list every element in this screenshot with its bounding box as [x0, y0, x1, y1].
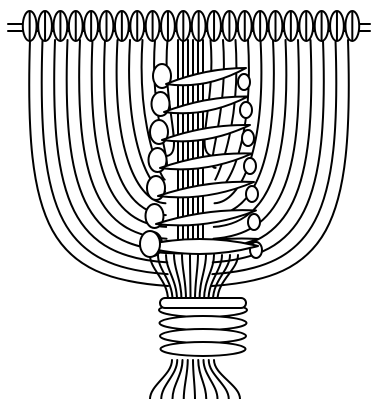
braid-right-loop: [240, 102, 252, 118]
braid-knot: [160, 153, 252, 169]
wrap-coil: [159, 298, 247, 356]
braid-knot: [156, 210, 256, 225]
cord-right: [215, 40, 262, 203]
braid-knot: [162, 125, 250, 141]
wrap-coil-turn: [161, 342, 246, 356]
gathered-strand: [190, 255, 191, 300]
gathered-strand: [174, 255, 182, 300]
braid-knot: [158, 182, 254, 198]
braid-bottom-loop: [140, 231, 160, 257]
tail-strand: [161, 360, 177, 399]
tail-strands: [150, 360, 240, 399]
gathered-strand: [195, 255, 198, 300]
tail-strand: [173, 360, 183, 399]
braid-right-loop: [244, 158, 256, 174]
wrap-coil-turn: [160, 316, 247, 330]
wrap-top-band: [160, 298, 246, 308]
mounting-dowel: [8, 11, 370, 41]
wrap-coil-turn: [160, 329, 246, 343]
tail-strand: [184, 360, 188, 399]
braid-right-loop: [248, 214, 260, 230]
tail-strand: [193, 360, 195, 399]
gathered-strand: [182, 255, 186, 300]
braid-right-loop: [242, 130, 254, 146]
braid-right-loop: [238, 74, 250, 90]
knotted-braid: [140, 64, 262, 258]
braid-right-loop: [246, 186, 258, 202]
